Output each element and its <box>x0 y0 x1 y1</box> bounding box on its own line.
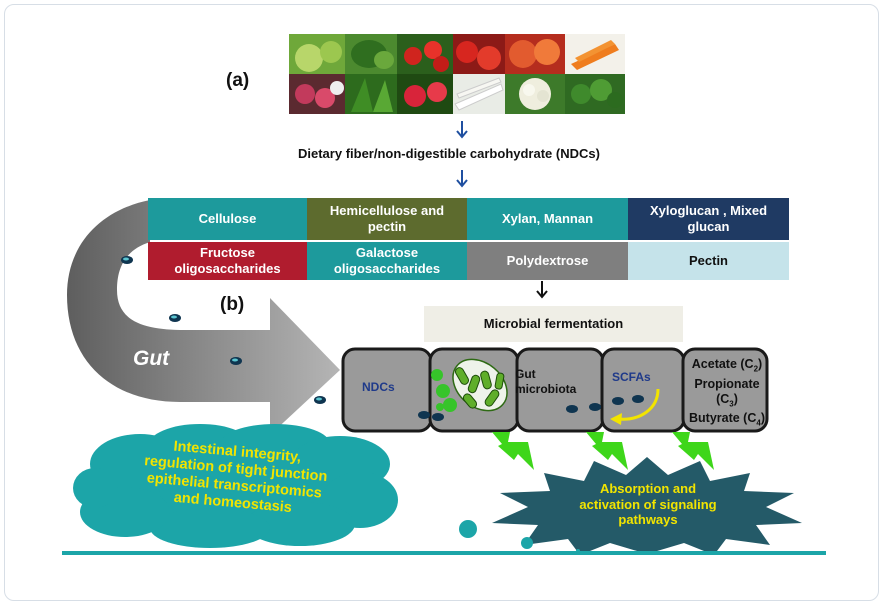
propionate-carbon-label: (C3) <box>716 391 738 409</box>
fiber-galactose-oligo: Galactose oligosaccharides <box>307 242 467 280</box>
star-line-2: activation of signaling <box>579 496 717 512</box>
outcome-cloud-shape <box>73 424 398 548</box>
absorption-text: Absorption and activation of signaling p… <box>548 481 748 528</box>
fiber-xylan-mannan: Xylan, Mannan <box>467 198 628 240</box>
dietary-fiber-title: Dietary fiber/non-digestible carbohydrat… <box>298 146 600 161</box>
panel-label-a: (a) <box>226 70 250 91</box>
fiber-cellulose: Cellulose <box>148 198 307 240</box>
lightning-bolt-icon <box>492 432 534 470</box>
gut-label: Gut <box>133 347 170 370</box>
panel-label-b: (b) <box>220 294 245 315</box>
scfa-products: Acetate (C2) Propionate (C3) Butyrate (C… <box>683 357 771 431</box>
gut-microbiota-line2: microbiota <box>515 382 577 396</box>
down-arrow-icon <box>536 281 548 299</box>
star-line-3: pathways <box>618 512 678 527</box>
fiber-polydextrose: Polydextrose <box>467 242 628 280</box>
lightning-bolt-icon <box>672 432 714 470</box>
microbe-icon <box>230 357 242 365</box>
absorption-starburst <box>492 457 802 555</box>
acetate-label: Acetate (C2) <box>691 357 763 374</box>
bubble-decoration <box>459 520 580 553</box>
fiber-fructose-oligo: Fructose oligosaccharides <box>148 242 307 280</box>
microbe-icon <box>121 256 133 264</box>
ndcs-label: NDCs <box>362 380 395 394</box>
baseline-divider <box>62 551 826 555</box>
fiber-hemicellulose: Hemicellulose and pectin <box>307 198 467 240</box>
microbe-icon <box>169 314 181 322</box>
lightning-bolt-icon <box>586 432 628 470</box>
gut-compartments <box>341 347 769 433</box>
microbial-fermentation-box: Microbial fermentation <box>424 306 683 342</box>
gut-microbiota-label: Gut microbiota <box>515 367 576 397</box>
fiber-pectin: Pectin <box>628 242 789 280</box>
fiber-xyloglucan: Xyloglucan , Mixed glucan <box>628 198 789 240</box>
star-line-1: Absorption and <box>599 481 697 496</box>
microbe-icon <box>314 396 326 404</box>
down-arrow-icon <box>456 121 468 139</box>
propionate-label: Propionate <box>694 376 760 391</box>
scfas-label: SCFAs <box>612 370 651 384</box>
gut-microbiota-line1: Gut <box>515 367 536 381</box>
down-arrow-icon <box>456 170 468 188</box>
gut-curved-arrow <box>67 200 340 435</box>
vegetable-collage-image <box>289 34 625 114</box>
butyrate-label: Butyrate (C4) <box>689 411 765 428</box>
